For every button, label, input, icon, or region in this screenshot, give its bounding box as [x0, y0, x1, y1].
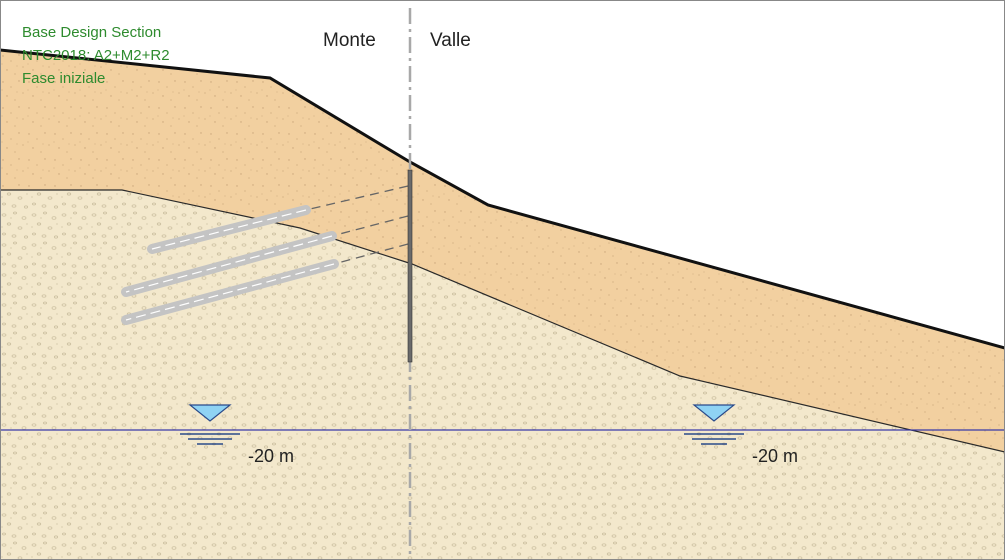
water-table-symbol-right	[684, 404, 744, 445]
water-triangle-icon	[692, 404, 736, 422]
water-triangle-icon	[188, 404, 232, 422]
layer-interface-line	[0, 189, 1005, 453]
upstream-label: Monte	[323, 30, 376, 51]
water-depth-label-left: -20 m	[248, 446, 295, 466]
anchor-1	[147, 185, 409, 254]
info-title: Base Design Section	[22, 24, 162, 41]
anchor-1-free-length	[305, 185, 409, 211]
info-phase: Fase iniziale	[22, 70, 106, 87]
anchor-2	[121, 215, 409, 297]
anchor-2-free-length	[331, 215, 409, 237]
retaining-wall	[407, 169, 413, 363]
water-table-symbol-left	[180, 404, 240, 445]
water-depth-label-right: -20 m	[752, 446, 799, 466]
upper-soil-layer	[0, 50, 1005, 452]
anchor-3-free-length	[333, 243, 409, 265]
anchor-3	[121, 243, 409, 325]
anchor-1-grout-dash	[151, 209, 307, 250]
downstream-label: Valle	[430, 30, 471, 51]
ground-anchors	[121, 185, 409, 325]
anchor-2-grout-dash	[125, 235, 333, 293]
info-code: NTC2018: A2+M2+R2	[22, 47, 170, 64]
anchor-3-grout-dash	[125, 263, 335, 321]
